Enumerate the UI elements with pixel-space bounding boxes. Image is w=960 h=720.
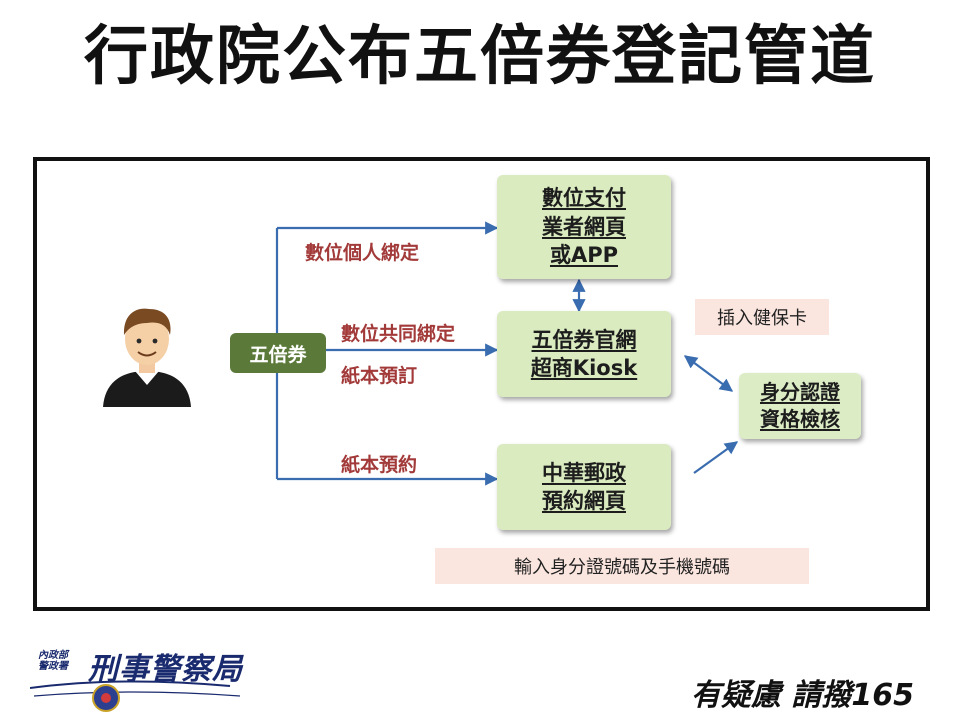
- note-input-id: 輸入身分證號碼及手機號碼: [435, 548, 809, 584]
- note-health-card: 插入健保卡: [695, 299, 829, 335]
- flow-diagram: 五倍券 數位個人綁定 數位共同綁定 紙本預訂 紙本預約 數位支付 業者網頁 或A…: [33, 157, 930, 611]
- logo-ministry-line-2: 警政署: [38, 660, 68, 672]
- box-payment-line-2: 業者網頁: [542, 214, 626, 239]
- route-label-paper-order: 紙本預訂: [341, 365, 418, 387]
- route-label-shared: 數位共同綁定: [341, 323, 456, 345]
- logo-ministry-text: 內政部 警政署: [38, 650, 68, 672]
- arrow-post-identity: [693, 441, 739, 474]
- cib-logo: 內政部 警政署 刑事警察局: [29, 646, 260, 716]
- police-emblem-icon: [29, 680, 241, 712]
- person-icon: [103, 308, 191, 407]
- box-identity-line-1: 身分認證: [760, 380, 840, 404]
- box-official-site: 五倍券官網 超商Kiosk: [497, 311, 671, 397]
- box-identity-line-2: 資格檢核: [760, 407, 840, 431]
- box-identity-check: 身分認證 資格檢核: [739, 373, 861, 439]
- box-payment-line-3: 或APP: [549, 243, 619, 268]
- box-official-line-1: 五倍券官網: [531, 327, 637, 352]
- box-official-line-2: 超商Kiosk: [530, 356, 638, 380]
- logo-agency-name: 刑事警察局: [88, 652, 243, 687]
- box-payment-line-1: 數位支付: [542, 186, 626, 211]
- box-payment-provider: 數位支付 業者網頁 或APP: [497, 175, 671, 279]
- page-title: 行政院公布五倍券登記管道: [84, 20, 876, 94]
- hub-voucher: 五倍券: [230, 333, 326, 373]
- box-post-line-2: 預約網頁: [542, 489, 626, 513]
- box-post-office: 中華郵政 預約網頁: [497, 444, 671, 530]
- hotline-text: 有疑慮 請撥165: [690, 678, 914, 713]
- box-post-line-1: 中華郵政: [542, 460, 626, 485]
- route-label-paper-reserve: 紙本預約: [341, 454, 418, 476]
- route-label-personal: 數位個人綁定: [305, 242, 420, 264]
- logo-ministry-line-1: 內政部: [38, 650, 68, 661]
- arrow-official-identity: [683, 355, 734, 392]
